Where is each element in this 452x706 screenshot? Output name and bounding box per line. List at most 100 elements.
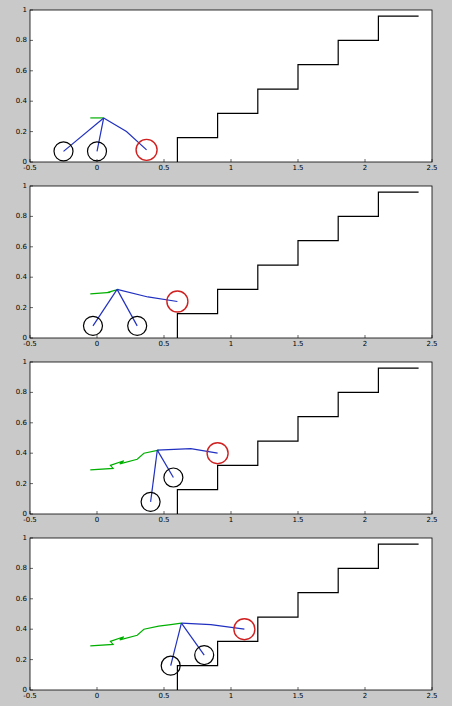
x-tick-label: 0 [95,692,99,700]
trajectory-trace [90,623,181,646]
x-tick [231,687,232,690]
rear-wheel [195,646,214,665]
axes-box [30,10,432,162]
y-tick-label: 0.4 [16,625,27,633]
x-tick-label: 2.5 [426,692,437,700]
y-tick [30,40,33,41]
y-tick [30,690,33,691]
x-tick [365,511,366,514]
y-tick-label: 0.6 [16,419,27,427]
y-tick [30,514,33,515]
x-tick [97,511,98,514]
y-tick [30,392,33,393]
x-tick-label: 2.5 [426,340,437,348]
trajectory-trace [90,450,158,470]
x-tick [432,687,433,690]
y-tick [30,568,33,569]
x-tick-label: 1.5 [292,516,303,524]
y-tick-label: 0.4 [16,273,27,281]
x-tick-label: 0 [95,516,99,524]
x-tick-label: 2.5 [426,164,437,172]
y-tick-label: 0.6 [16,243,27,251]
y-tick [30,598,33,599]
y-tick [30,162,33,163]
leg-link [171,623,182,666]
x-tick-label: 1 [229,164,233,172]
leg-link [181,623,204,655]
y-tick-label: 1 [23,534,27,542]
rear-wheel [164,468,183,487]
x-tick [30,511,31,514]
x-tick [432,335,433,338]
x-tick [432,511,433,514]
x-tick [365,159,366,162]
y-tick [30,483,33,484]
x-tick [97,335,98,338]
axes-box [30,362,432,514]
front-wheel [136,139,157,160]
y-tick-label: 0.4 [16,97,27,105]
axes-box [30,186,432,338]
x-tick [298,159,299,162]
y-tick-label: 0.4 [16,449,27,457]
x-tick [30,159,31,162]
y-tick [30,10,33,11]
x-tick [298,511,299,514]
leg-link [117,289,137,325]
y-tick [30,277,33,278]
rear-wheel [83,316,102,335]
y-tick [30,362,33,363]
y-tick-label: 0.2 [16,656,27,664]
rear-wheel [141,492,160,511]
x-tick [365,687,366,690]
y-tick-label: 1 [23,6,27,14]
y-tick-label: 0.8 [16,564,27,572]
x-tick [164,511,165,514]
y-tick-label: 0.2 [16,480,27,488]
y-tick [30,453,33,454]
y-tick-label: 1 [23,358,27,366]
leg-link [64,118,104,151]
x-tick-label: 1.5 [292,340,303,348]
rear-wheel [161,656,180,675]
y-tick [30,186,33,187]
x-tick-label: 0 [95,340,99,348]
x-tick-label: 0.5 [158,340,169,348]
staircase [177,544,418,690]
y-tick [30,422,33,423]
x-tick-label: 2.5 [426,516,437,524]
x-tick [164,335,165,338]
axes-box [30,538,432,690]
y-tick [30,338,33,339]
x-tick-label: -0.5 [23,692,37,700]
y-tick-label: 0.8 [16,212,27,220]
y-tick-label: 1 [23,182,27,190]
x-tick [164,687,165,690]
y-tick [30,131,33,132]
x-tick-label: 1.5 [292,692,303,700]
rear-wheel [88,142,107,161]
x-tick [432,159,433,162]
trajectory-trace [90,117,103,118]
x-tick [365,335,366,338]
x-tick-label: 1 [229,516,233,524]
x-tick-label: 1 [229,692,233,700]
x-tick-label: 1.5 [292,164,303,172]
staircase [177,368,418,514]
x-tick-label: 1 [229,340,233,348]
front-wheel [207,443,228,464]
rear-wheel [128,316,147,335]
x-tick-label: 2 [363,164,367,172]
y-tick [30,629,33,630]
x-tick [298,335,299,338]
x-tick [97,687,98,690]
front-wheel [234,619,255,640]
front-wheel [167,291,188,312]
x-tick-label: 2 [363,516,367,524]
x-tick-label: 2 [363,340,367,348]
staircase [177,192,418,338]
y-tick [30,70,33,71]
x-tick-label: 2 [363,692,367,700]
